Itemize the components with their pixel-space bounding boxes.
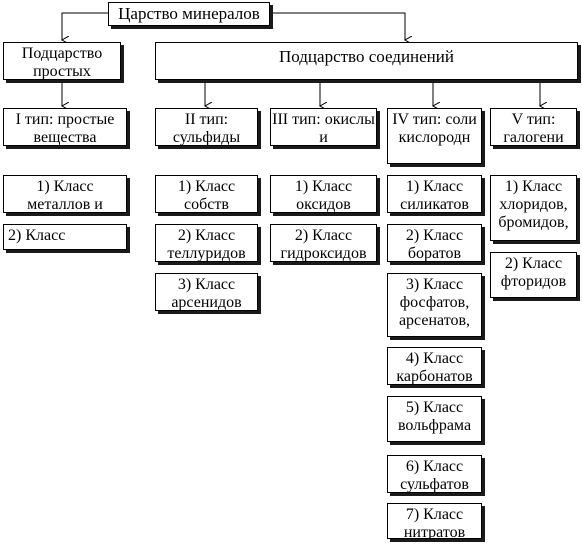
type-4-class-7-box: 7) Класс нитратов [387,503,482,539]
root-connectors [62,12,540,106]
class-label: 3) Класс фосфатов, арсенатов, [398,276,471,329]
subkingdom-compounds-box: Подцарство соединений [155,42,578,80]
class-label: 2) Класс боратов [405,227,464,262]
class-label: 2) Класс фторидов [500,255,567,290]
type-1-class-1-box: 1) Класс металлов и [3,175,127,213]
root-to-compounds-line [270,12,405,40]
type-5-class-1-box: 1) Класс хлоридов, бромидов, [490,175,577,241]
subkingdom-compounds-label: Подцарство соединений [279,47,454,66]
type-3-class-2-box: 2) Класс гидроксидов [270,224,377,262]
type-1-class-2-box: 2) Класс [3,224,127,250]
type-4-class-6-box: 6) Класс сульфатов [387,455,482,493]
type-5-class-2-box: 2) Класс фторидов [490,252,577,298]
type-4-class-3-box: 3) Класс фосфатов, арсенатов, [387,273,482,337]
class-label: 2) Класс теллуридов [167,227,246,262]
type-4-class-5-box: 5) Класс вольфрама [387,396,482,442]
root-to-simple-line [62,12,108,40]
type-2-class-2-box: 2) Класс теллуридов [155,224,258,262]
class-label: 7) Класс нитратов [403,506,466,539]
type-3-class-1-box: 1) Класс оксидов [270,175,377,213]
class-label: 3) Класс арсенидов [171,276,242,311]
root-label: Царство минералов [118,4,260,23]
type-4-class-1-box: 1) Класс силикатов [387,175,482,213]
type-4-label: IV тип: соли кислородн [392,111,477,146]
class-label: 2) Класс [8,227,66,244]
class-label: 5) Класс вольфрама [397,399,472,434]
type-2-class-1-box: 1) Класс собств [155,175,258,213]
type-5-box: V тип: галогени [490,108,577,146]
type-4-box: IV тип: соли кислородн [387,108,482,164]
class-label: 4) Класс карбонатов [396,350,473,385]
type-2-label: II тип: сульфиды [172,111,241,146]
type-5-label: V тип: галогени [503,111,564,146]
class-label: 1) Класс металлов и [27,178,103,213]
type-4-class-4-box: 4) Класс карбонатов [387,347,482,385]
class-label: 1) Класс хлоридов, бромидов, [498,178,569,231]
type-2-box: II тип: сульфиды [155,108,258,146]
class-label: 1) Класс силикатов [400,178,469,213]
class-label: 2) Класс гидроксидов [280,227,367,262]
type-1-box: I тип: простые вещества [3,108,127,146]
type-3-label: III тип: окислы и [272,111,375,146]
class-label: 1) Класс оксидов [294,178,353,213]
root-box: Царство минералов [108,2,270,26]
type-1-label: I тип: простые вещества [15,111,115,146]
subkingdom-simple-label: Подцарство простых [21,45,103,80]
type-2-class-3-box: 3) Класс арсенидов [155,273,258,311]
class-label: 6) Класс сульфатов [400,458,469,493]
class-label: 1) Класс собств [177,178,236,213]
subkingdom-simple-box: Подцарство простых [3,42,121,80]
type-3-box: III тип: окислы и [270,108,377,146]
type-4-class-2-box: 2) Класс боратов [387,224,482,262]
